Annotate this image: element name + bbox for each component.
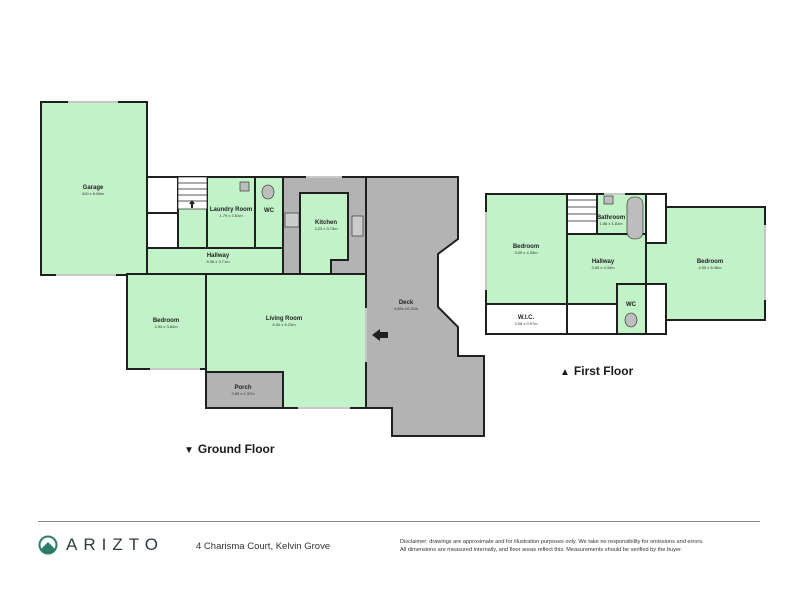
disclaimer-line-2: All dimensions are measured internally, … xyxy=(400,546,683,553)
windows xyxy=(56,101,367,409)
stair-arrow-icon xyxy=(189,200,195,208)
entry-arrow-icon xyxy=(372,329,388,341)
disclaimer-line-1: Disclaimer: drawings are approximate and… xyxy=(400,539,704,545)
ground-floor-plan xyxy=(40,101,485,437)
footer-divider xyxy=(38,521,760,522)
stairs-ff-icon xyxy=(567,199,597,222)
storage-2 xyxy=(146,212,179,249)
closet-2 xyxy=(645,283,667,335)
brand-name: ARIZTO xyxy=(66,535,165,554)
hallway-room xyxy=(146,247,284,275)
first-floor-plan xyxy=(485,193,766,335)
room-label-ff-wc: WC xyxy=(626,302,636,308)
bedroom-1-room xyxy=(485,193,568,305)
toilet-ff-icon xyxy=(624,312,638,328)
room-label-wc: WC xyxy=(264,208,274,214)
stove-icon xyxy=(284,212,300,228)
porch-area xyxy=(205,371,284,409)
sink-icon xyxy=(239,181,250,192)
deck-area xyxy=(365,176,485,437)
toilet-icon xyxy=(261,184,275,200)
room-label-ff-wic: W.I.C.3.08 x 0.97m xyxy=(514,315,538,326)
bathtub-icon xyxy=(626,196,644,240)
disclaimer: Disclaimer: drawings are approximate and… xyxy=(400,539,760,554)
triangle-up-icon: ▲ xyxy=(560,367,570,378)
bath-sink-icon xyxy=(603,195,614,205)
closet-1 xyxy=(645,193,667,244)
triangle-down-icon: ▼ xyxy=(184,445,194,456)
first-floor-title: ▲First Floor xyxy=(560,364,634,378)
property-address: 4 Charisma Court, Kelvin Grove xyxy=(196,541,331,552)
windows-ff xyxy=(485,193,766,300)
kitchen-sink-icon xyxy=(351,215,364,237)
landing-white xyxy=(566,303,618,335)
bedroom-room xyxy=(126,273,207,370)
ground-floor-title: ▼Ground Floor xyxy=(184,442,275,456)
storage-1 xyxy=(146,176,179,214)
mountain-logo-icon xyxy=(38,535,58,555)
garage-room xyxy=(40,101,148,276)
brand-logo: ARIZTO xyxy=(38,535,164,555)
